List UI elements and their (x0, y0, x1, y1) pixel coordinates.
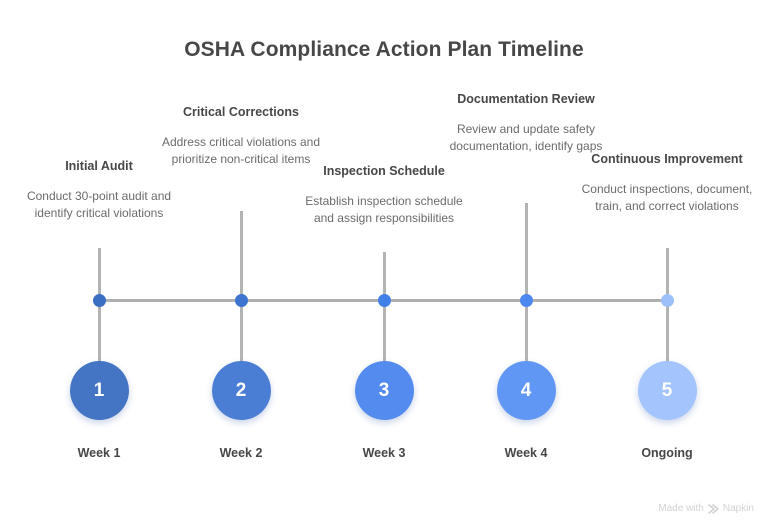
step-number-circle[interactable]: 1 (69, 361, 129, 420)
step-connector-line (382, 252, 386, 390)
step-week-label: Week 2 (219, 446, 263, 460)
step-description: Review and update safety documentation, … (449, 121, 603, 154)
step-description: Conduct 30-point audit and identify crit… (26, 188, 172, 221)
timeline-dot[interactable] (519, 294, 533, 307)
napkin-chevron-icon (708, 503, 719, 514)
watermark: Made with Napkin (658, 503, 754, 514)
step-week-label: Ongoing (641, 446, 693, 460)
timeline-dot[interactable] (92, 294, 106, 307)
step-number-circle[interactable]: 2 (211, 361, 271, 420)
step-description: Establish inspection schedule and assign… (305, 193, 463, 226)
step-week-label: Week 1 (77, 446, 121, 460)
step-number-circle[interactable]: 3 (354, 361, 414, 420)
step-connector-line (665, 248, 669, 390)
step-number-circle[interactable]: 5 (637, 361, 697, 420)
step-description: Conduct inspections, document, train, an… (581, 181, 753, 214)
step-title: Initial Audit (65, 159, 133, 173)
watermark-text: Made with (658, 503, 704, 514)
step-number-circle[interactable]: 4 (496, 361, 556, 420)
step-connector-line (97, 248, 101, 390)
step-title: Documentation Review (457, 92, 595, 106)
step-week-label: Week 4 (504, 446, 548, 460)
timeline-dot[interactable] (234, 294, 248, 307)
step-description: Address critical violations and prioriti… (161, 134, 321, 167)
step-title: Critical Corrections (182, 105, 299, 119)
timeline-dot[interactable] (660, 294, 674, 307)
watermark-brand: Napkin (722, 503, 754, 514)
timeline-dot[interactable] (377, 294, 391, 307)
page-title: OSHA Compliance Action Plan Timeline (184, 38, 584, 61)
step-title: Inspection Schedule (323, 164, 445, 178)
step-week-label: Week 3 (362, 446, 406, 460)
step-title: Continuous Improvement (591, 152, 743, 166)
